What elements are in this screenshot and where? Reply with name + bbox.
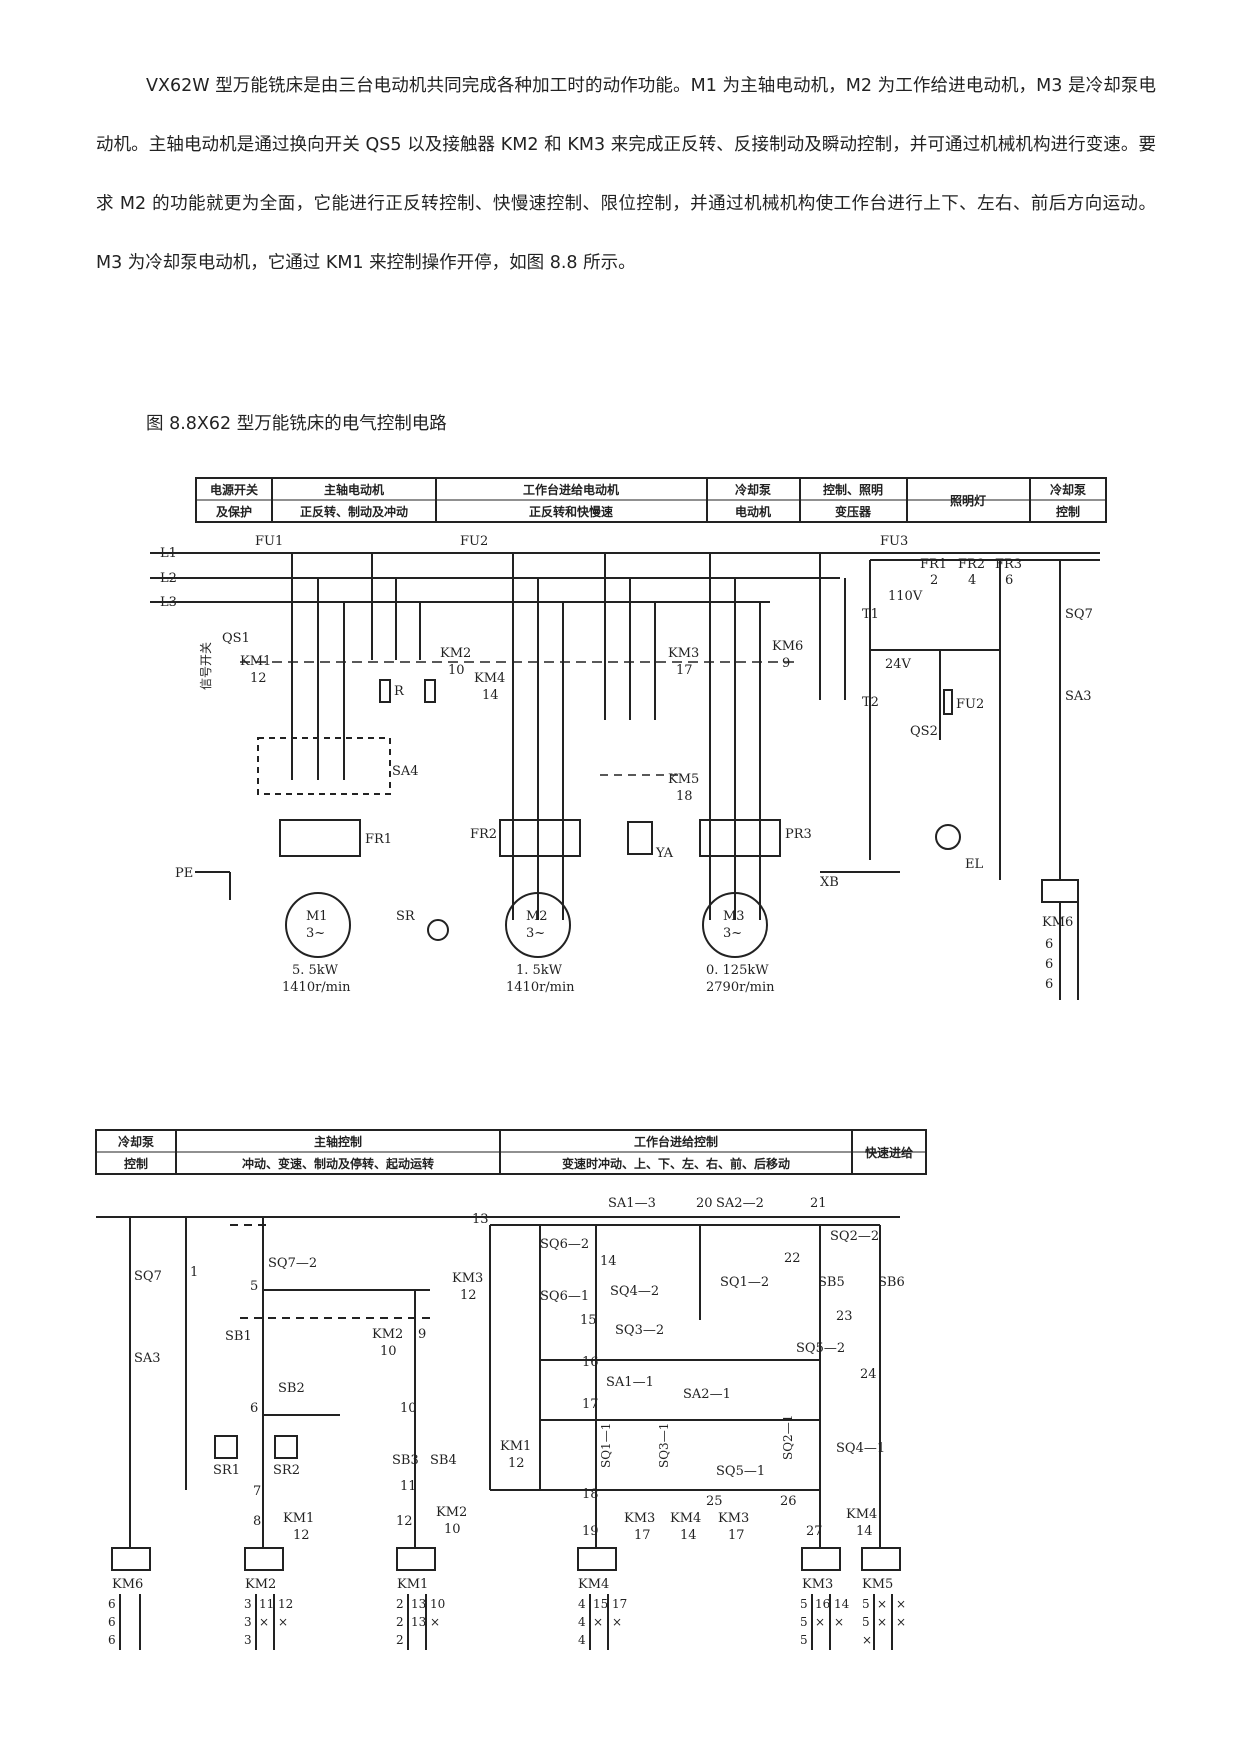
d1-t1: T1 bbox=[862, 607, 879, 622]
d1-m3-ph: 3~ bbox=[723, 926, 742, 941]
d1-km2n: 10 bbox=[448, 663, 465, 678]
d1-h-lamp: 照明灯 bbox=[950, 493, 986, 508]
d1-fu1: FU1 bbox=[255, 534, 283, 549]
d1-h-ctl-2: 控制 bbox=[1056, 504, 1080, 519]
d1-km3: KM3 bbox=[668, 646, 699, 661]
d1-n4: 4 bbox=[968, 573, 976, 588]
d1-fu2: FU2 bbox=[460, 534, 488, 549]
d1-h-trans-1: 控制、照明 bbox=[823, 482, 883, 497]
d1-h-power-1: 电源开关 bbox=[210, 482, 258, 497]
d1-fr2: FR2 bbox=[470, 827, 497, 842]
d1-pe: PE bbox=[175, 866, 193, 881]
d1-km5: KM5 bbox=[668, 772, 699, 787]
d1-km6n: 9 bbox=[782, 656, 790, 671]
d1-ya: YA bbox=[655, 846, 674, 861]
d1-qs1: QS1 bbox=[222, 631, 250, 646]
d1-sq7: SQ7 bbox=[1065, 607, 1093, 622]
d1-m1-ph: 3~ bbox=[306, 926, 325, 941]
d1-h-spindle-2: 正反转、制动及冲动 bbox=[300, 504, 408, 519]
d1-fr2b: FR2 bbox=[958, 557, 985, 572]
d1-m2-ph: 3~ bbox=[526, 926, 545, 941]
d1-km5n: 18 bbox=[676, 789, 693, 804]
d1-h-feed-2: 正反转和快慢速 bbox=[529, 504, 613, 519]
d1-d2: 6 bbox=[1045, 957, 1053, 972]
d1-km4: KM4 bbox=[474, 671, 505, 686]
d1-fr1: FR1 bbox=[365, 832, 392, 847]
d1-m1p: 5. 5kW bbox=[292, 963, 339, 978]
d1-h-feed-1: 工作台进给电动机 bbox=[523, 482, 619, 497]
d1-sa3: SA3 bbox=[1065, 689, 1092, 704]
d1-h-ctl-1: 冷却泵 bbox=[1050, 482, 1086, 497]
d1-km6coil: KM6 bbox=[1042, 915, 1073, 930]
d1-sa4: SA4 bbox=[392, 764, 419, 779]
d1-m2: M2 bbox=[526, 909, 548, 924]
d1-110v: 110V bbox=[888, 589, 923, 604]
d1-km6: KM6 bbox=[772, 639, 803, 654]
d1-h-spindle-1: 主轴电动机 bbox=[324, 482, 384, 497]
d1-fr1b: FR1 bbox=[920, 557, 947, 572]
d1-m3p: 0. 125kW bbox=[706, 963, 769, 978]
d1-n2: 2 bbox=[930, 573, 938, 588]
d1-sr: SR bbox=[396, 909, 416, 924]
d1-h-coolant-2: 电动机 bbox=[735, 504, 771, 519]
d1-l3: L3 bbox=[160, 595, 177, 610]
d1-km1n: 12 bbox=[250, 671, 267, 686]
d1-fu2b: FU2 bbox=[956, 697, 984, 712]
d1-qs2: QS2 bbox=[910, 724, 938, 739]
d1-km3n: 17 bbox=[676, 663, 693, 678]
d1-xb: XB bbox=[820, 875, 839, 890]
d1-pr3: PR3 bbox=[785, 827, 812, 842]
d1-h-power-2: 及保护 bbox=[216, 504, 252, 519]
d1-m3: M3 bbox=[723, 909, 745, 924]
d1-d3: 6 bbox=[1045, 977, 1053, 992]
d1-h-trans-2: 变压器 bbox=[835, 504, 872, 519]
d1-el: EL bbox=[965, 857, 983, 872]
d1-d1: 6 bbox=[1045, 937, 1053, 952]
d1-m1s: 1410r/min bbox=[282, 980, 351, 995]
d1-fu3: FU3 bbox=[880, 534, 908, 549]
d1-km4n: 14 bbox=[482, 688, 499, 703]
d1-km1: KM1 bbox=[240, 654, 271, 669]
d1-24v: 24V bbox=[885, 657, 912, 672]
intro-paragraph: VX62W 型万能铣床是由三台电动机共同完成各种加工时的动作功能。M1 为主轴电… bbox=[96, 76, 1156, 273]
d1-n6: 6 bbox=[1005, 573, 1013, 588]
figure-caption: 图 8.8X62 型万能铣床的电气控制电路 bbox=[146, 414, 447, 434]
d1-fr3b: FR3 bbox=[995, 557, 1022, 572]
d1-l1: L1 bbox=[160, 546, 177, 561]
d1-t2: T2 bbox=[862, 695, 879, 710]
d1-m2p: 1. 5kW bbox=[516, 963, 563, 978]
d1-m2s: 1410r/min bbox=[506, 980, 575, 995]
d1-side: 信号开关 bbox=[199, 642, 213, 690]
d1-m3s: 2790r/min bbox=[706, 980, 775, 995]
d1-l2: L2 bbox=[160, 571, 177, 586]
d1-m1: M1 bbox=[306, 909, 328, 924]
d1-r: R bbox=[394, 684, 405, 699]
d1-h-coolant-1: 冷却泵 bbox=[735, 482, 771, 497]
d1-km2: KM2 bbox=[440, 646, 471, 661]
